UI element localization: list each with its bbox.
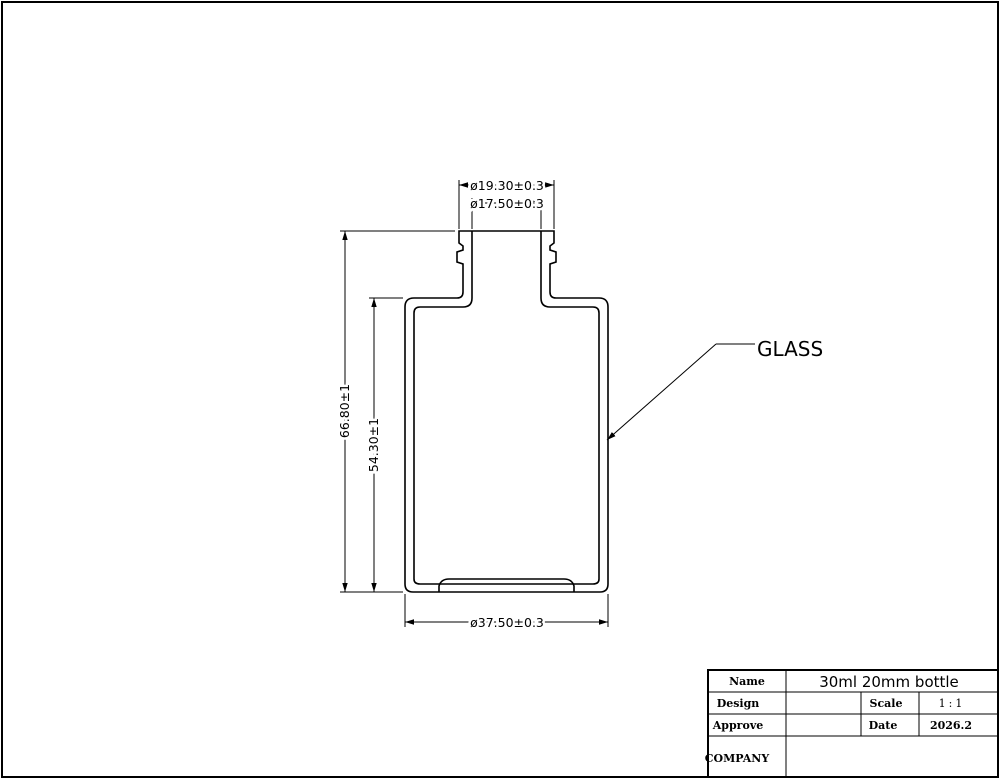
bottle-outline (404, 230, 609, 593)
body-diameter-text: ø37.50±0.3 (470, 615, 544, 630)
dim-neck-outer (458, 180, 555, 229)
body-height-text: 54.30±1 (366, 418, 381, 472)
name-label: Name (729, 675, 765, 688)
material-leader (606, 343, 755, 441)
company-label: COMPANY (705, 752, 770, 765)
dim-total-height (340, 230, 455, 593)
scale-value: 1:1 (939, 697, 966, 710)
design-label: Design (717, 697, 760, 710)
dim-neck-inner (471, 198, 542, 229)
dim-body-height (369, 297, 403, 592)
neck-outer-diameter-text: ø19.30±0.3 (470, 178, 544, 193)
date-value: 2026.2 (930, 719, 972, 732)
date-label: Date (869, 719, 898, 732)
title-block (707, 669, 999, 778)
name-value: 30ml 20mm bottle (819, 673, 959, 691)
approve-label: Approve (712, 719, 763, 732)
total-height-text: 66.80±1 (337, 384, 352, 438)
scale-label: Scale (870, 697, 903, 710)
dim-body-diameter (404, 594, 609, 627)
neck-inner-diameter-text: ø17.50±0.3 (470, 196, 544, 211)
material-label: GLASS (757, 337, 823, 361)
